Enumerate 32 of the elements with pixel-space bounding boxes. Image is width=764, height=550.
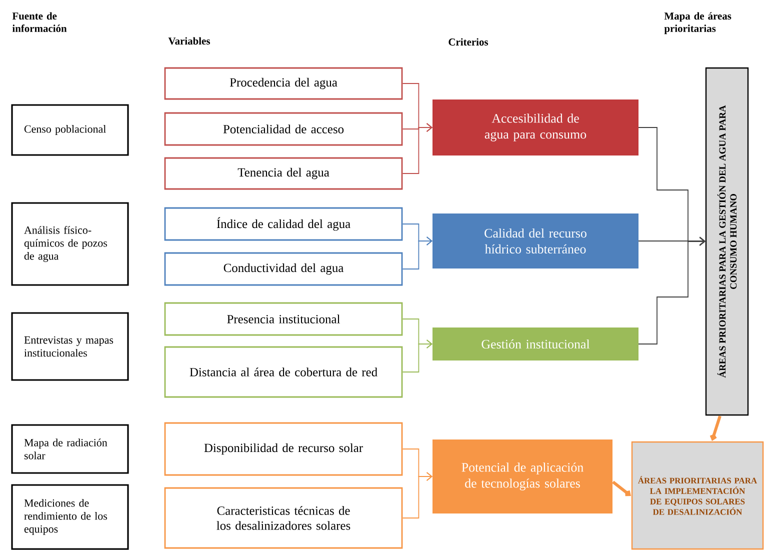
arrow: [402, 236, 432, 270]
variable-box: Distancia al área de cobertura de red: [164, 346, 403, 398]
criterion-box: Calidad del recurso hídrico subterráneo: [432, 214, 638, 268]
column-heading: Criterios: [448, 38, 488, 46]
column-heading: Mapa de áreas prioritarias: [664, 12, 732, 34]
variable-box: Tenencia del agua: [164, 157, 403, 190]
column-heading: Variables: [168, 37, 210, 45]
arrow: [402, 340, 432, 372]
arrow: [612, 480, 632, 496]
criterion-box: Gestión institucional: [432, 328, 638, 360]
variable-box: Disponibilidad de recurso solar: [164, 422, 403, 476]
arrow: [638, 236, 706, 246]
variable-box: Potencialidad de acceso: [164, 112, 403, 146]
result-box: ÁREAS PRIORITARIAS PARA LA GESTIÓN DEL AGUA PARA CONSUMO HUMANO: [705, 67, 749, 416]
source-box: Censo poblacional: [11, 104, 129, 156]
variable-box: Caracteristicas técnicas de los desalinizadores solares: [164, 487, 403, 549]
source-box: Mapa de radiación solar: [11, 424, 129, 474]
source-box: Mediciones de rendimiento de los equipos: [11, 484, 129, 550]
criterion-box: Potencial de aplicación de tecnologías solares: [432, 440, 612, 514]
arrow: [402, 472, 432, 518]
source-box: Entrevistas y mapas institucionales: [11, 312, 129, 381]
arrow: [638, 237, 706, 344]
variable-box: Presencia institucional: [164, 302, 403, 336]
variable-box: Procedencia del agua: [164, 67, 403, 100]
variable-box: Índice de calidad del agua: [164, 207, 403, 241]
result-box: ÁREAS PRIORITARIAS PARA LA IMPLEMENTACIÓN DE EQUIPOS SOLARES DE DESALINIZACIÓN: [631, 441, 764, 550]
variable-box: Conductividad del agua: [164, 252, 403, 286]
column-heading: Fuente de información: [12, 12, 67, 32]
criterion-box: Accesibilidad de agua para consumo: [432, 100, 638, 156]
arrow: [710, 416, 722, 441]
source-box: Análisis físico-químicos de pozos de agua: [11, 202, 129, 286]
arrow: [402, 123, 432, 174]
